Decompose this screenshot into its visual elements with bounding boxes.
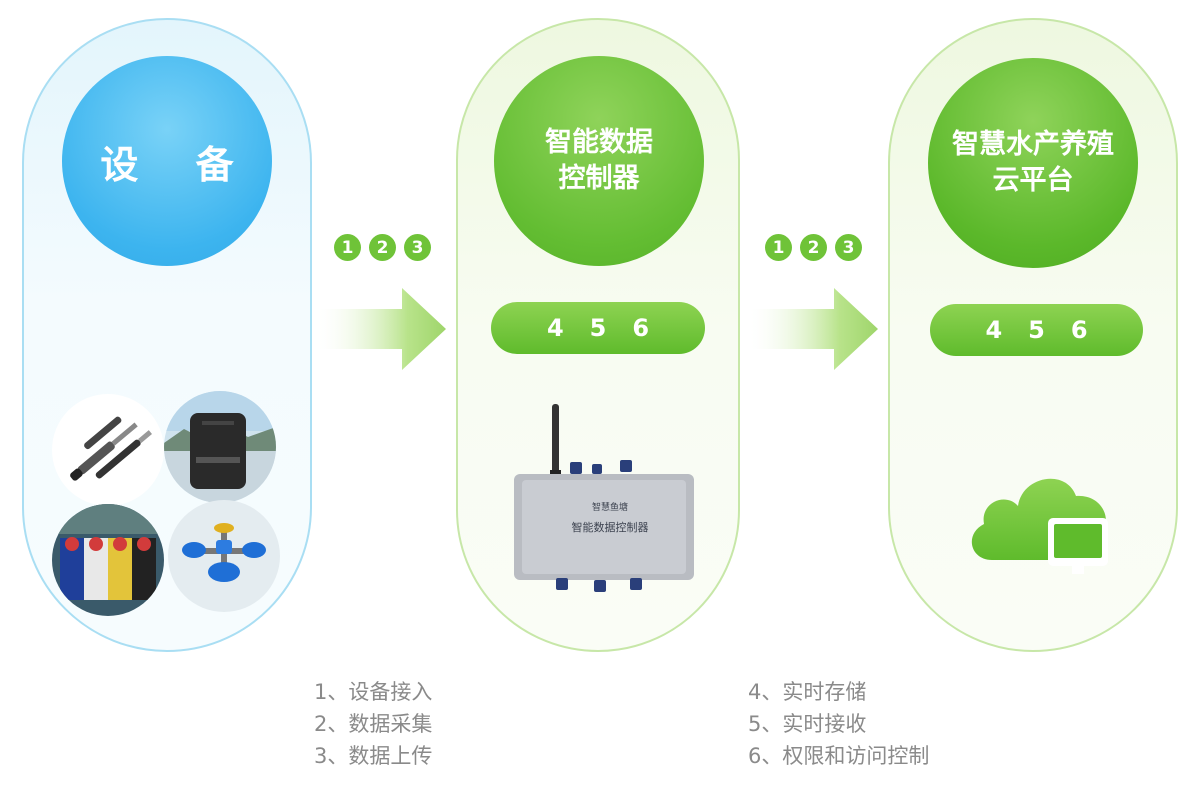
controller-title: 智能数据 控制器	[545, 127, 653, 194]
cloud-monitor-icon	[971, 478, 1108, 574]
badge-3: 3	[404, 234, 431, 261]
badge-2: 2	[800, 234, 827, 261]
arrow-right-icon	[318, 288, 446, 370]
controller-circle: 智能数据 控制器	[494, 56, 704, 266]
legend-right: 4、实时存储 5、实时接收 6、权限和访问控制	[748, 676, 929, 772]
step-6: 6	[632, 314, 650, 342]
cloud-circle: 智慧水产养殖 云平台	[928, 58, 1138, 268]
controller-steps-bar: 4 5 6	[491, 302, 705, 354]
controller-device-label-2: 智能数据控制器	[571, 521, 649, 534]
legend-item: 1、设备接入	[314, 680, 433, 704]
badge-3: 3	[835, 234, 862, 261]
water-sensor-probes-icon	[52, 394, 164, 506]
device-title: 设 备	[100, 142, 256, 187]
controller-device-illustration	[514, 404, 694, 592]
step-5: 5	[589, 314, 607, 342]
controller-device-label-1: 智慧鱼塘	[591, 503, 628, 513]
badge-2: 2	[369, 234, 396, 261]
aerator-icon	[168, 500, 280, 612]
device-circle: 设 备	[62, 56, 272, 266]
step-5: 5	[1028, 316, 1045, 344]
badge-1: 1	[334, 234, 361, 261]
legend-item: 6、权限和访问控制	[748, 744, 930, 768]
water-quality-buoys-icon	[52, 504, 164, 616]
legend-item: 2、数据采集	[314, 712, 433, 736]
badges-left: 1 2 3	[334, 234, 431, 261]
step-4: 4	[985, 316, 1003, 344]
cloud-title: 智慧水产养殖 云平台	[952, 129, 1114, 196]
badges-right: 1 2 3	[765, 234, 862, 261]
feeder-machine-icon	[164, 391, 276, 503]
legend-item: 5、实时接收	[748, 712, 867, 736]
legend-item: 3、数据上传	[314, 744, 433, 768]
step-6: 6	[1070, 316, 1088, 344]
legend-left: 1、设备接入 2、数据采集 3、数据上传	[314, 676, 432, 772]
legend-item: 4、实时存储	[748, 680, 867, 704]
arrow-right-icon	[750, 288, 878, 370]
step-4: 4	[546, 314, 564, 342]
cloud-steps-bar: 4 5 6	[930, 304, 1143, 356]
badge-1: 1	[765, 234, 792, 261]
